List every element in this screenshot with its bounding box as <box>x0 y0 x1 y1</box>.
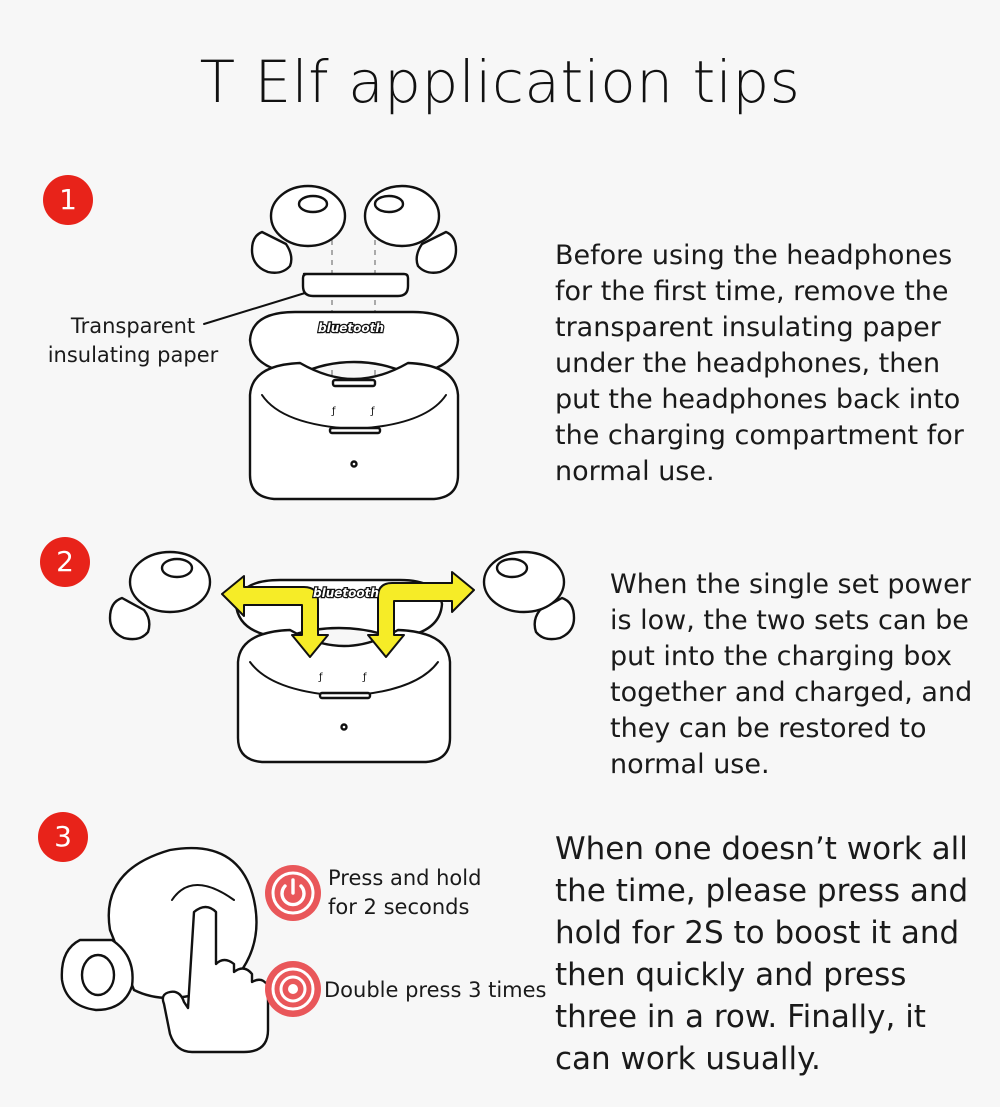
power-icon <box>265 865 321 921</box>
svg-text:ƒ: ƒ <box>331 406 336 417</box>
double-press-label: Double press 3 times <box>324 978 547 1002</box>
svg-text:ƒ: ƒ <box>318 672 323 683</box>
step-3-text: When one doesn’t work all the time, plea… <box>555 831 969 1077</box>
step-3-badge: 3 <box>38 812 88 862</box>
step-1-case-logo: bluetooth <box>317 320 385 336</box>
step-2-badge: 2 <box>40 537 90 587</box>
press-hold-label: Press and hold for 2 seconds <box>328 866 482 919</box>
right-earbud-icon <box>363 184 458 274</box>
svg-text:ƒ: ƒ <box>362 672 367 683</box>
left-earbud-icon <box>108 550 212 641</box>
step-2-text: When the single set power is low, the tw… <box>610 569 973 780</box>
page-title: T Elf application tips <box>199 48 801 116</box>
svg-text:ƒ: ƒ <box>370 406 375 417</box>
step-1-badge: 1 <box>43 175 93 225</box>
step-1-paper-label: Transparent insulating paper <box>47 314 219 367</box>
step-2-case-logo: bluetooth <box>312 585 380 601</box>
svg-text:bluetooth: bluetooth <box>313 586 379 600</box>
svg-text:bluetooth: bluetooth <box>318 321 384 335</box>
target-icon <box>265 961 321 1017</box>
right-earbud-icon <box>482 550 576 641</box>
left-earbud-icon <box>250 184 347 274</box>
step-1-text: Before using the headphones for the firs… <box>555 240 964 487</box>
